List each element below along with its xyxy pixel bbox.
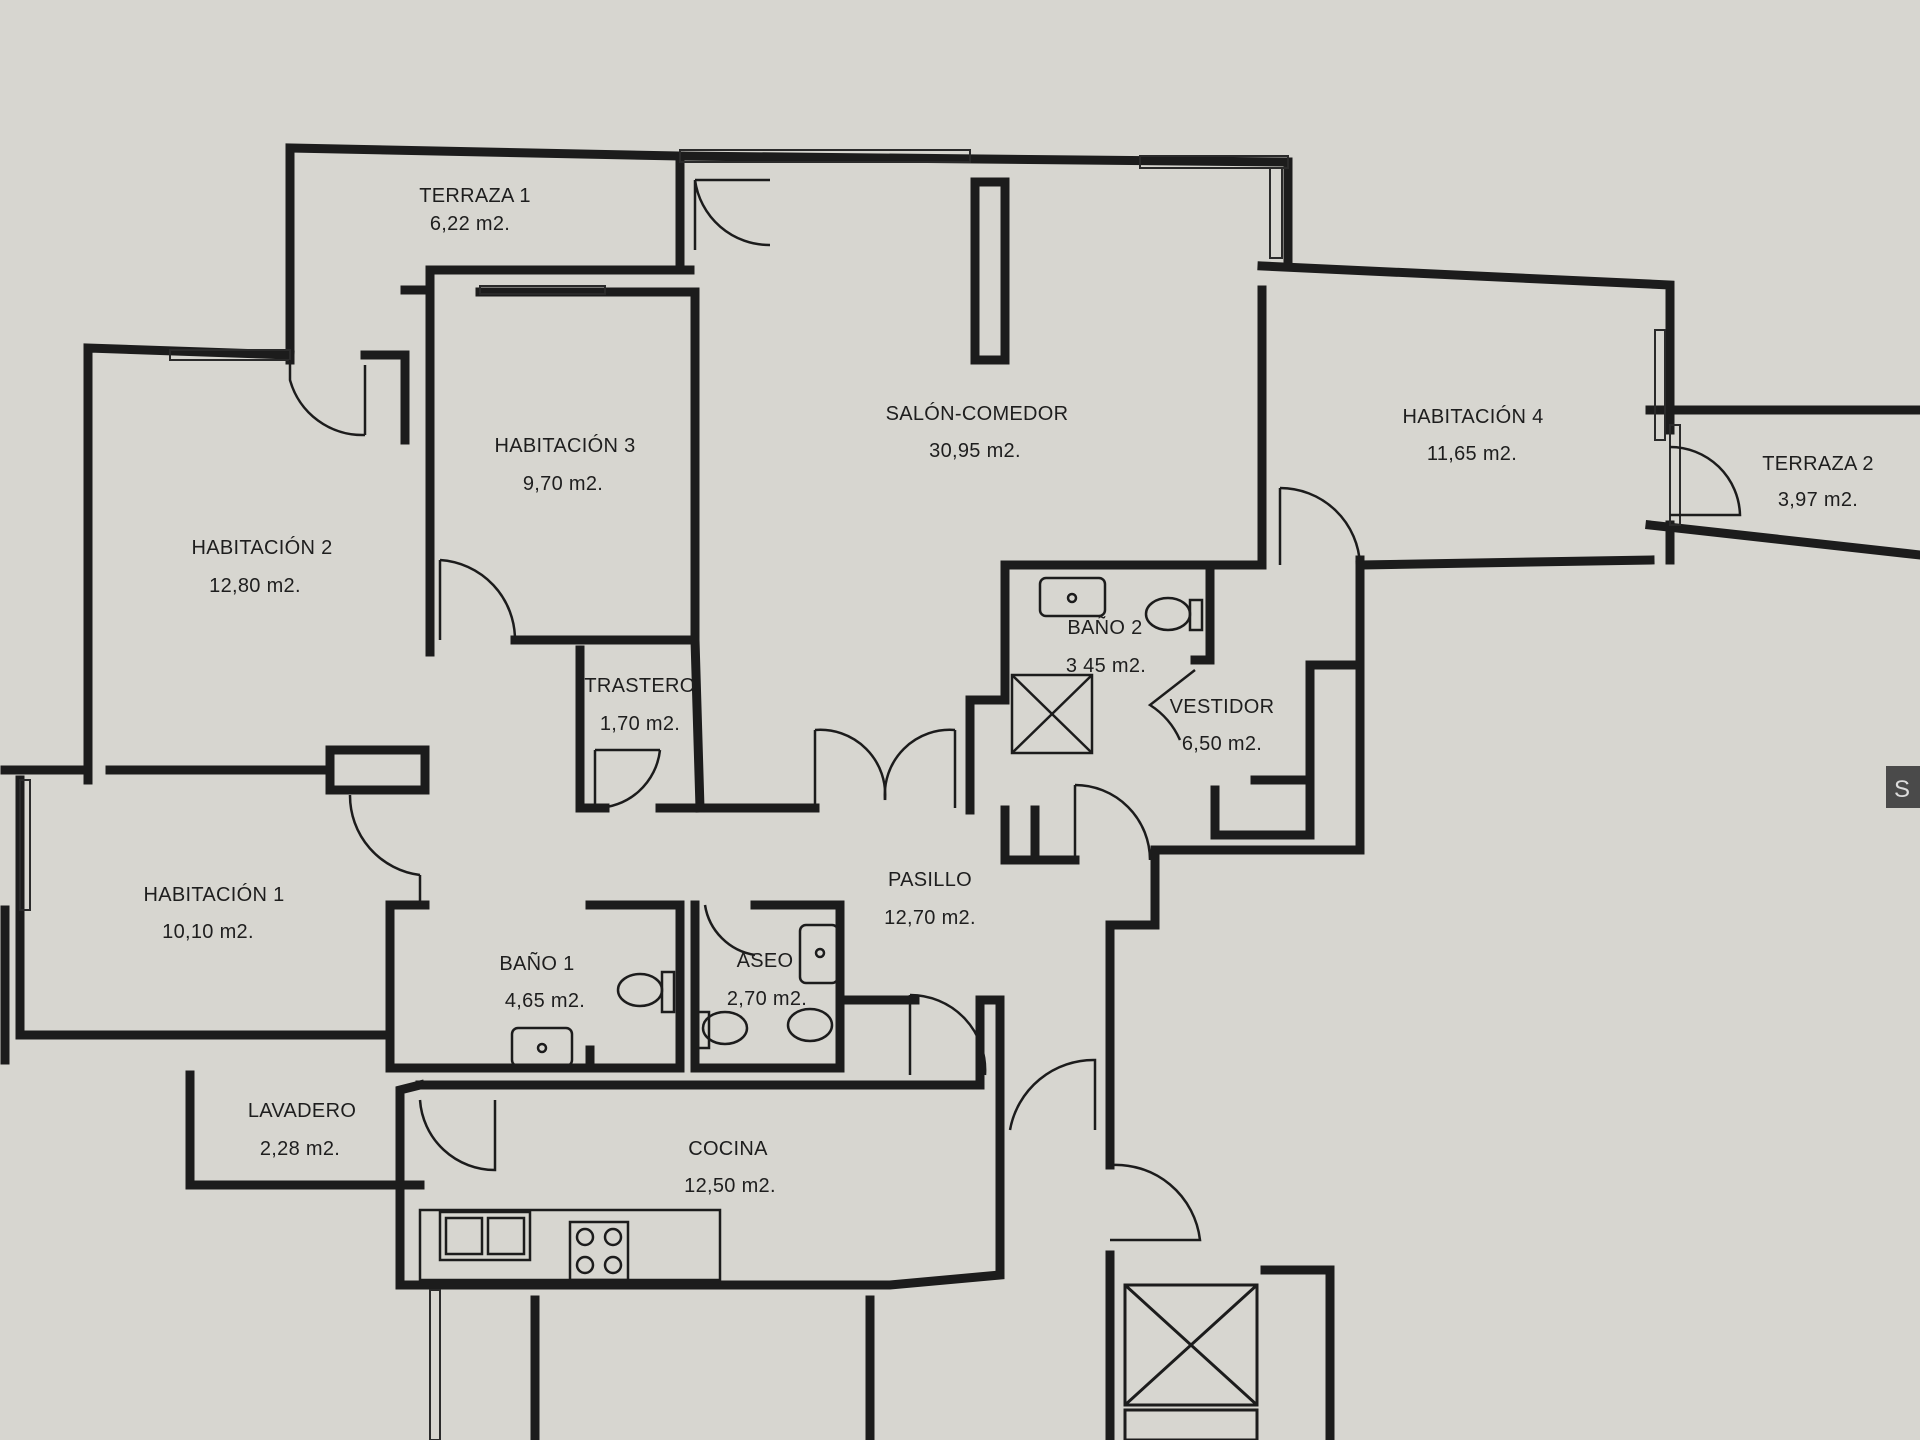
room-area-terraza-1: 6,22 m2. xyxy=(430,213,510,235)
hob-icon xyxy=(568,1220,630,1282)
room-name-terraza-2: TERRAZA 2 xyxy=(1762,453,1874,475)
room-name-pasillo: PASILLO xyxy=(888,869,972,891)
kitchen-counter xyxy=(418,1208,722,1282)
room-name-terraza-1: TERRAZA 1 xyxy=(419,185,531,207)
fixtures xyxy=(418,576,1259,1440)
toilet-icon xyxy=(1144,596,1204,632)
room-name-habitacion-1: HABITACIÓN 1 xyxy=(143,883,284,906)
room-area-trastero: 1,70 m2. xyxy=(600,713,680,735)
room-name-habitacion-3: HABITACIÓN 3 xyxy=(494,434,635,457)
room-area-pasillo: 12,70 m2. xyxy=(884,907,976,929)
room-name-vestidor: VESTIDOR xyxy=(1170,696,1275,718)
room-area-habitacion-3: 9,70 m2. xyxy=(523,473,603,495)
room-area-cocina: 12,50 m2. xyxy=(684,1175,776,1197)
room-area-lavadero: 2,28 m2. xyxy=(260,1138,340,1160)
toilet-icon xyxy=(616,970,676,1014)
edge-tab: S xyxy=(1886,766,1920,808)
room-name-trastero: TRASTERO xyxy=(584,675,695,697)
sink-icon xyxy=(1038,576,1107,618)
toilet-icon xyxy=(695,1010,749,1050)
toilet-icon xyxy=(786,1007,834,1043)
room-name-bano-2: BAÑO 2 xyxy=(1067,615,1142,639)
room-area-terraza-2: 3,97 m2. xyxy=(1778,489,1858,511)
room-name-aseo: ASEO xyxy=(737,950,794,972)
room-name-salon-comedor: SALÓN-COMEDOR xyxy=(886,402,1069,425)
elevator-shaft-icon xyxy=(1123,1283,1259,1440)
room-area-aseo: 2,70 m2. xyxy=(727,988,807,1010)
room-area-habitacion-2: 12,80 m2. xyxy=(209,575,301,597)
room-name-cocina: COCINA xyxy=(688,1138,768,1160)
doors xyxy=(288,178,1742,1242)
room-area-habitacion-4: 11,65 m2. xyxy=(1427,443,1517,465)
room-labels: TERRAZA 1 6,22 m2. HABITACIÓN 3 9,70 m2.… xyxy=(143,185,1873,1197)
room-name-bano-1: BAÑO 1 xyxy=(499,951,574,975)
room-area-bano-1: 4,65 m2. xyxy=(505,990,585,1012)
walls xyxy=(0,143,1920,1440)
sink-icon xyxy=(798,923,840,985)
room-area-habitacion-1: 10,10 m2. xyxy=(162,921,254,943)
room-area-salon-comedor: 30,95 m2. xyxy=(929,440,1021,462)
shower-icon xyxy=(1010,673,1094,755)
sink-icon xyxy=(510,1026,574,1068)
room-area-vestidor: 6,50 m2. xyxy=(1182,733,1262,755)
room-name-habitacion-4: HABITACIÓN 4 xyxy=(1402,405,1543,428)
room-name-habitacion-2: HABITACIÓN 2 xyxy=(191,536,332,559)
room-name-lavadero: LAVADERO xyxy=(248,1100,356,1122)
windows xyxy=(19,149,1681,1440)
edge-tab-letter: S xyxy=(1894,776,1910,803)
room-area-bano-2: 3 45 m2. xyxy=(1066,655,1146,677)
